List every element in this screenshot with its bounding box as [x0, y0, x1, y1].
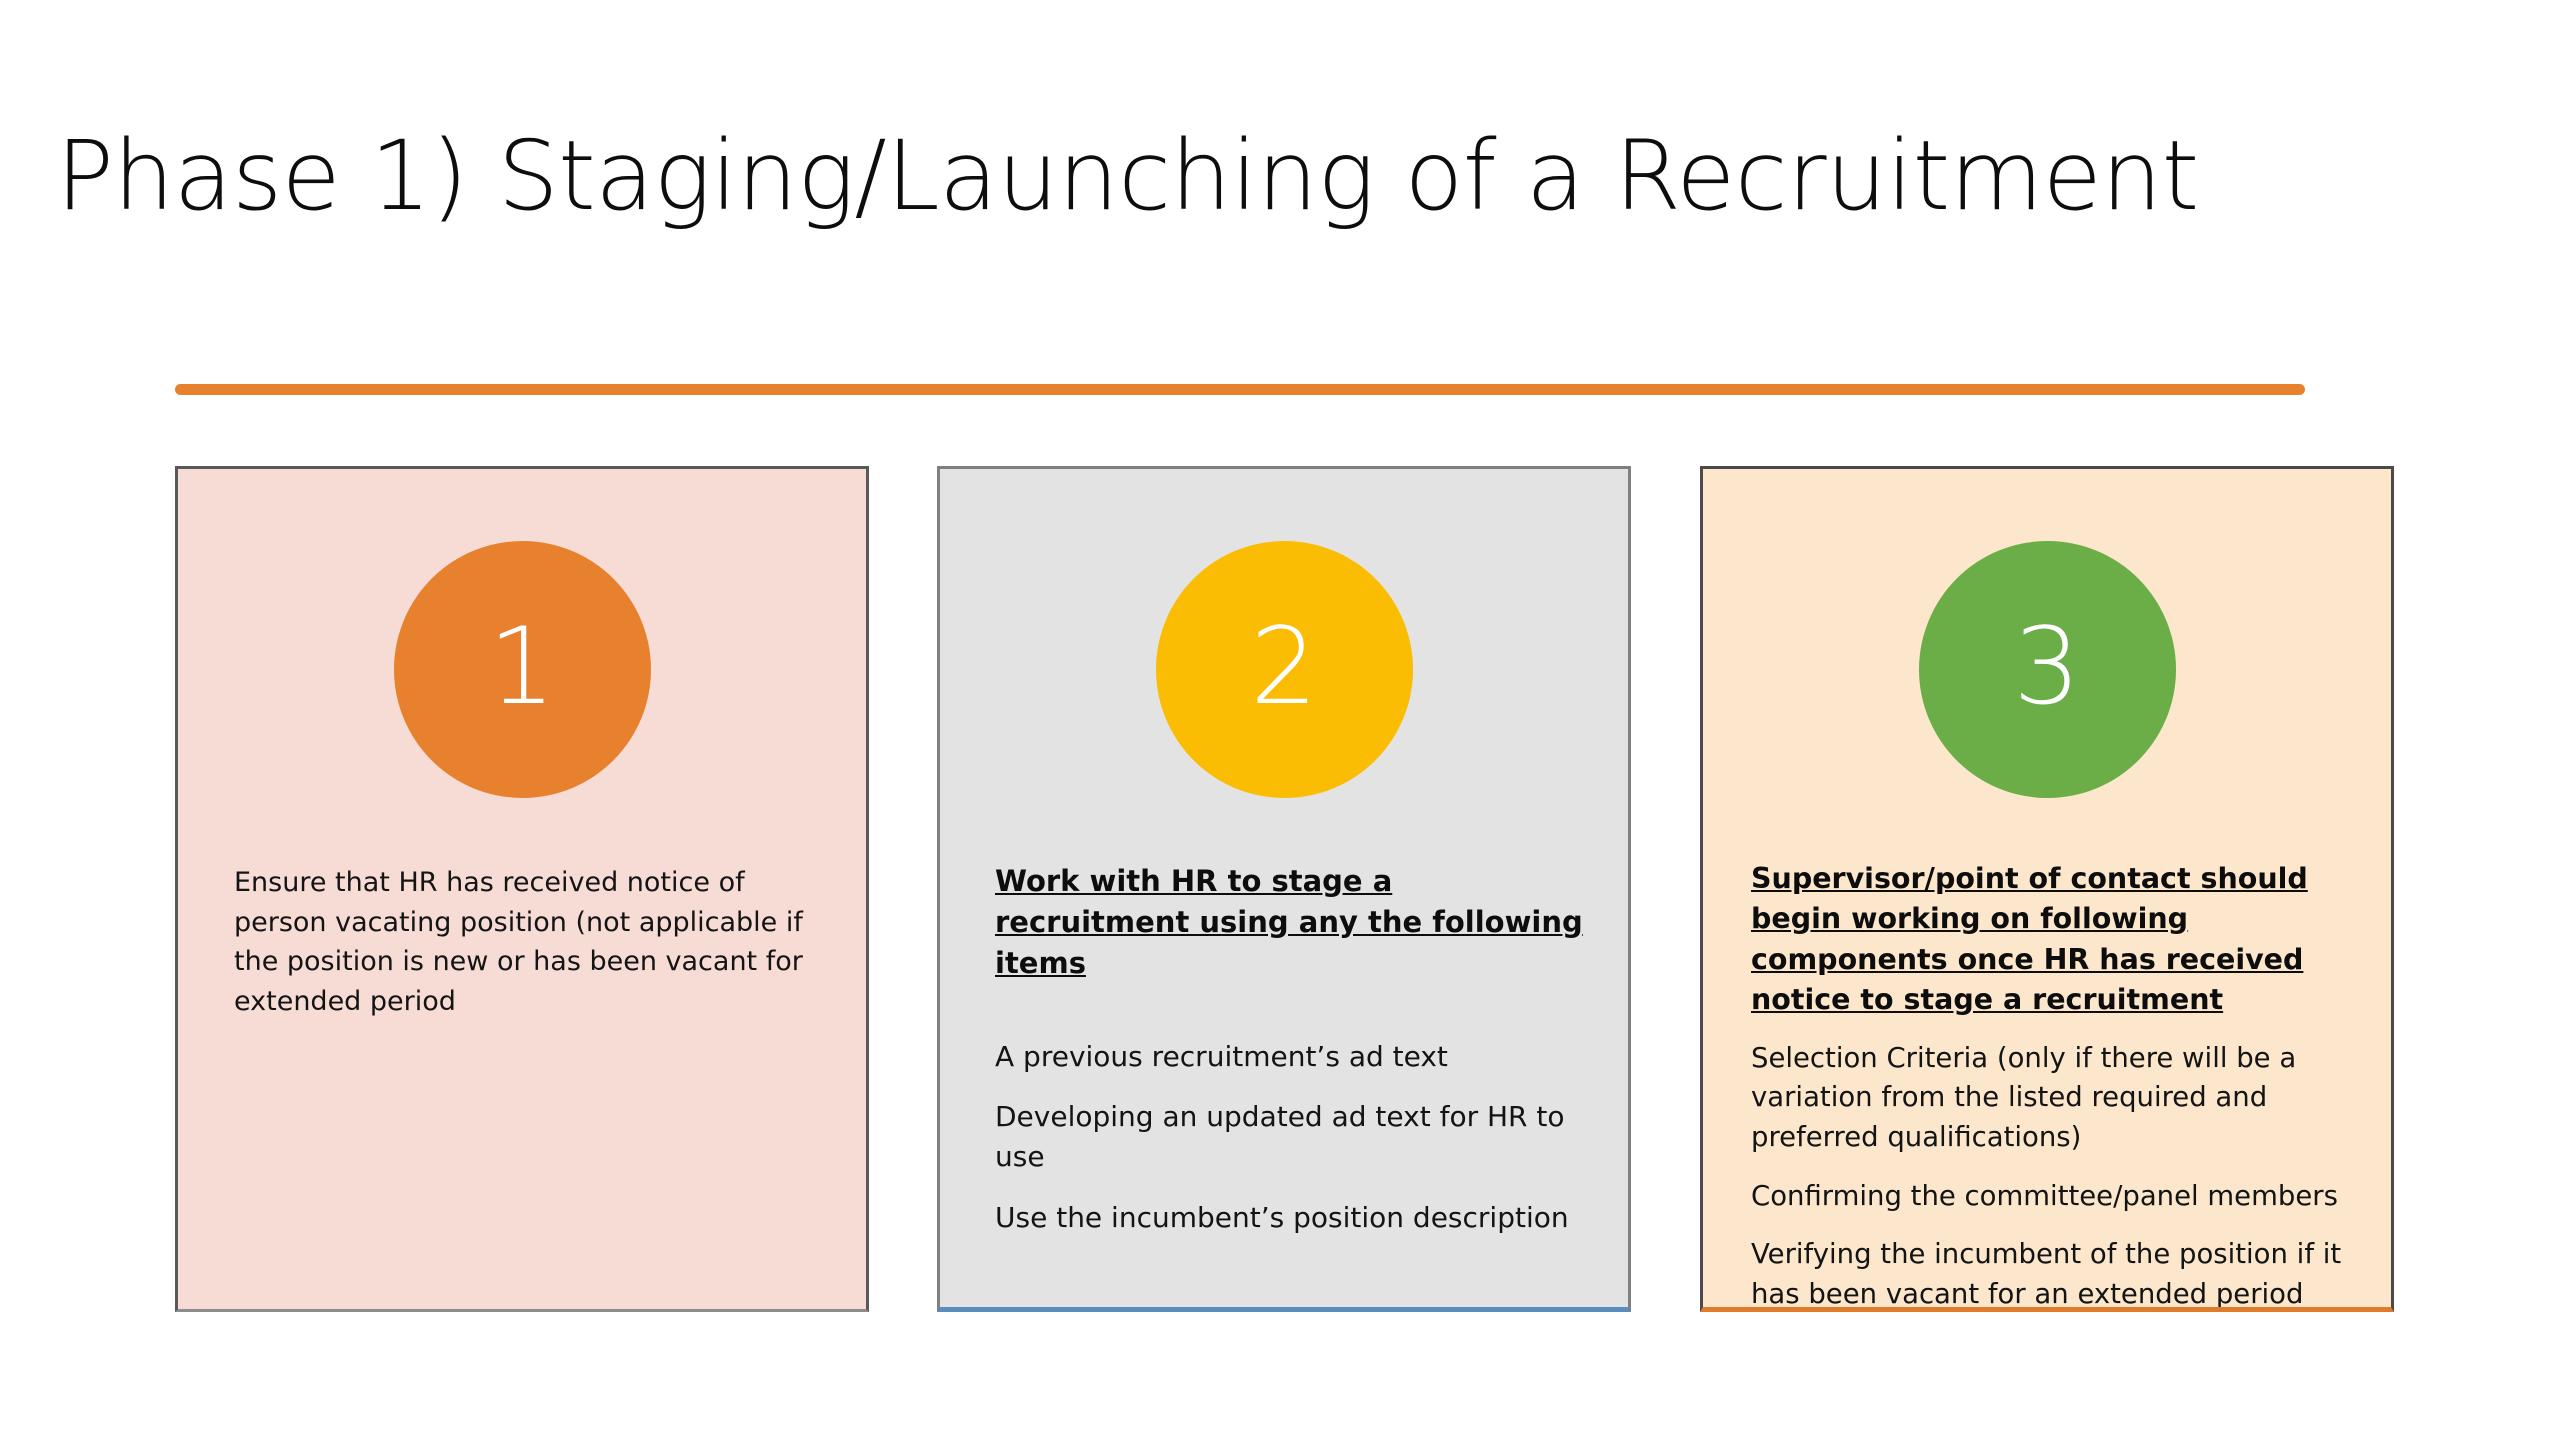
step-card-2-body: Work with HR to stage a recruitment usin…	[995, 861, 1588, 1238]
step-card-1[interactable]: 1 Ensure that HR has received notice of …	[175, 466, 869, 1312]
step-card-2-paragraph-1: A previous recruitment’s ad text	[995, 1039, 1448, 1073]
step-card-3[interactable]: 3 Supervisor/point of contact should beg…	[1700, 466, 2394, 1312]
cards-row: 1 Ensure that HR has received notice of …	[0, 466, 2560, 1316]
step-card-3-heading: Supervisor/point of contact should begin…	[1751, 862, 2308, 1017]
step-1-circle-wrap: 1	[178, 541, 866, 798]
step-card-2-paragraph-3: Use the incumbent’s position description	[995, 1200, 1569, 1234]
step-card-2-paragraph-2: Developing an updated ad text for HR to …	[995, 1100, 1565, 1174]
step-2-circle-wrap: 2	[940, 541, 1628, 798]
step-card-2[interactable]: 2 Work with HR to stage a recruitment us…	[937, 466, 1631, 1312]
step-3-circle-wrap: 3	[1703, 541, 2391, 798]
step-number-badge-1: 1	[393, 541, 651, 798]
step-card-3-body: Supervisor/point of contact should begin…	[1751, 859, 2355, 1310]
step-card-3-paragraph-3: Verifying the incumbent of the position …	[1751, 1238, 2342, 1310]
step-card-3-paragraph-2: Confirming the committee/panel members	[1751, 1179, 2338, 1212]
step-card-3-paragraph-1: Selection Criteria (only if there will b…	[1751, 1041, 2297, 1154]
step-card-2-heading: Work with HR to stage a recruitment usin…	[995, 864, 1583, 981]
step-card-1-body: Ensure that HR has received notice of pe…	[234, 863, 814, 1022]
step-number-badge-2: 2	[1155, 541, 1413, 798]
page-title: Phase 1) Staging/Launching of a Recruitm…	[56, 120, 2199, 232]
title-divider-rule	[175, 384, 2305, 395]
step-number-badge-3: 3	[1918, 541, 2176, 798]
step-card-1-paragraph-1: Ensure that HR has received notice of pe…	[234, 867, 803, 1018]
